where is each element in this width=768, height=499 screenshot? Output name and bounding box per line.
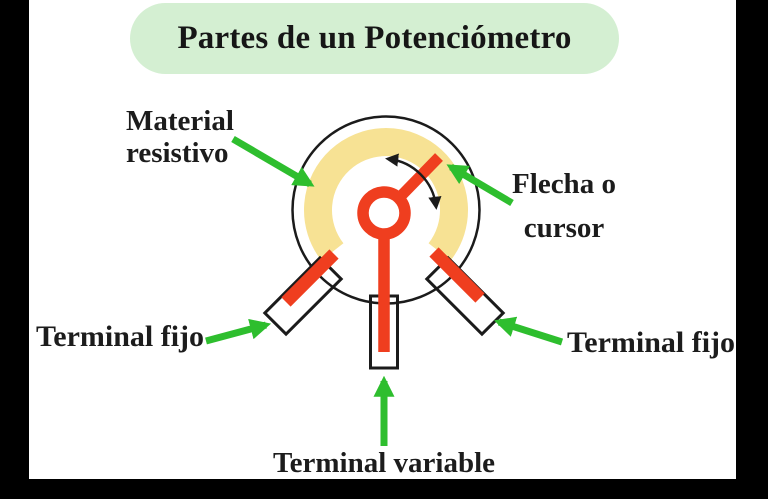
rotation-arrow bbox=[385, 153, 442, 210]
label-flecha-o-cursor-line2: cursor bbox=[523, 212, 605, 244]
label-flecha-o-cursor: Flecha o cursor bbox=[489, 162, 639, 250]
fixed-terminal-right-box bbox=[424, 255, 506, 337]
fixed-terminal-left-box bbox=[262, 255, 344, 337]
center-shaft-ring bbox=[357, 186, 411, 240]
resistive-material-track bbox=[304, 128, 468, 261]
label-terminal-fijo-left: Terminal fijo bbox=[36, 320, 205, 353]
fixed-terminal-left-lead bbox=[281, 249, 339, 307]
page-title-text: Partes de un Potenciómetro bbox=[177, 20, 572, 56]
label-material-resistivo-line1: Material bbox=[126, 105, 234, 137]
label-material-resistivo-line2: resistivo bbox=[126, 137, 229, 169]
label-material-resistivo: Material resistivo bbox=[126, 105, 234, 169]
label-terminal-fijo-right: Terminal fijo bbox=[567, 326, 736, 359]
terminal-fijo-right-pointer-arrow bbox=[493, 316, 564, 346]
label-flecha-o-cursor-line1: Flecha o bbox=[512, 168, 616, 200]
material-resistivo-pointer-arrow bbox=[231, 135, 315, 188]
label-terminal-variable: Terminal variable bbox=[272, 447, 496, 479]
flecha-cursor-pointer-arrow bbox=[446, 163, 514, 207]
page-title: Partes de un Potenciómetro bbox=[130, 3, 619, 74]
terminal-fijo-left-pointer-arrow bbox=[205, 318, 272, 345]
fixed-terminal-right-lead bbox=[429, 247, 485, 303]
